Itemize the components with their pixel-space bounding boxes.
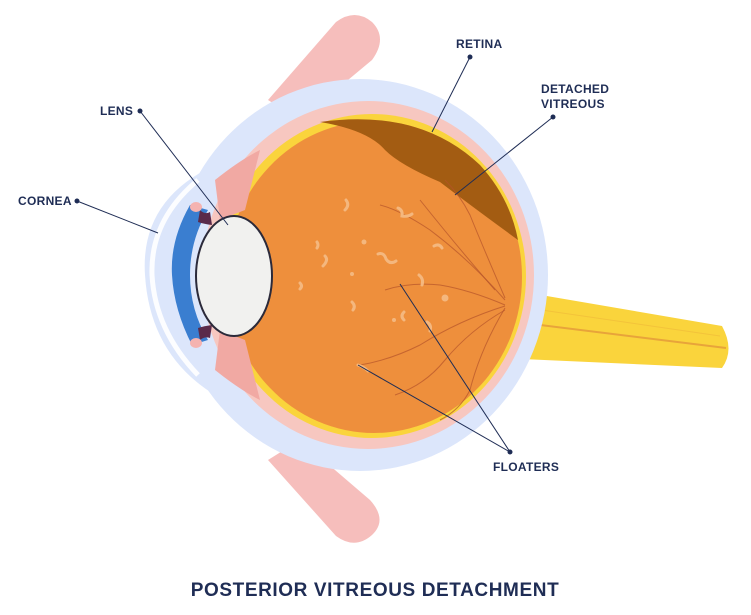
detached-vitreous-label-line1: DETACHED: [541, 82, 609, 96]
vitreous-body: [226, 121, 522, 433]
floaters-label: FLOATERS: [493, 460, 559, 474]
detached-vitreous-label-line2: VITREOUS: [541, 97, 605, 111]
retina-label: RETINA: [456, 37, 502, 51]
ciliary-body-lower: [215, 330, 260, 400]
diagram-title: POSTERIOR VITREOUS DETACHMENT: [191, 580, 560, 601]
lens-label: LENS: [100, 104, 133, 118]
iris: [171, 202, 212, 348]
leader-lines: [74, 54, 556, 455]
detached-vitreous-region: [320, 119, 518, 240]
cornea-highlight: [149, 178, 200, 377]
ciliary-body: [215, 150, 260, 220]
lower-muscle: [268, 440, 380, 543]
lens-shape: [195, 215, 273, 337]
cornea-label: CORNEA: [18, 194, 72, 208]
